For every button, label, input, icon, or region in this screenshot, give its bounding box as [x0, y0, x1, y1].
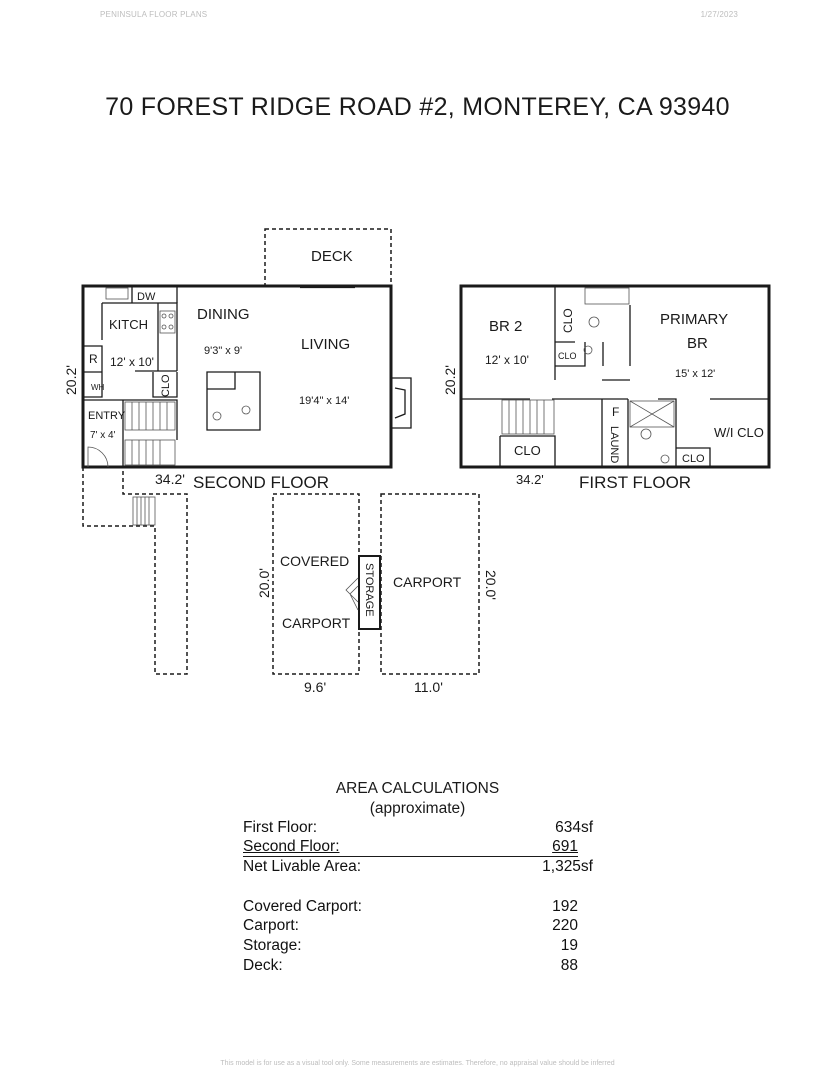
area-row-label: Covered Carport: — [243, 898, 362, 915]
area-row-label: Second Floor: — [243, 838, 340, 855]
carport-depth-dim: 20.0' — [483, 570, 499, 600]
deck-label: DECK — [311, 248, 353, 265]
kitchen-label: KITCH — [109, 317, 148, 332]
toilet-icon — [588, 316, 600, 328]
first-floor-depth-dim: 20.2' — [442, 365, 458, 395]
area-row-label: Storage: — [243, 937, 302, 954]
bedroom2-size: 12' x 10' — [485, 353, 529, 367]
lower-closet-label: CLO — [514, 443, 541, 458]
small-closet-label: CLO — [558, 351, 577, 361]
area-row-value: 220 — [552, 917, 578, 934]
refrigerator-label: R — [89, 352, 98, 366]
covered-carport-label-line2: CARPORT — [282, 615, 351, 631]
entry-label: ENTRY — [88, 410, 126, 422]
second-floor-plan — [81, 228, 412, 675]
carport-outline — [380, 493, 480, 675]
shower-icon — [629, 400, 675, 428]
area-row-storage: Storage: 19 — [243, 937, 593, 956]
first-floor-interior-walls — [461, 286, 769, 467]
area-row-label: Net Livable Area: — [243, 858, 362, 875]
dining-size: 9'3" x 9' — [204, 345, 242, 357]
carports-plan — [272, 493, 480, 675]
second-floor-closet-label: CLO — [160, 374, 172, 397]
laundry-f-label: F — [612, 405, 619, 419]
sum-rule — [243, 856, 578, 857]
dining-table-icon — [206, 371, 261, 431]
sink-icon — [105, 287, 129, 300]
date-header: 1/27/2023 — [700, 10, 738, 19]
area-row-first-floor: First Floor: 634sf — [243, 819, 593, 838]
covered-carport-depth-dim: 20.0' — [256, 568, 272, 598]
water-heater-label: WH — [91, 383, 105, 392]
utility-walls — [83, 345, 178, 398]
living-size: 19'4" x 14' — [299, 395, 349, 407]
fireplace-icon — [391, 377, 412, 429]
carport-label: CARPORT — [393, 574, 462, 590]
bath-closet-label: CLO — [561, 308, 575, 333]
area-row-value: 192 — [552, 898, 578, 915]
bedroom2-label: BR 2 — [489, 318, 522, 335]
area-row-carport: Carport: 220 — [243, 917, 593, 936]
walkway-outline — [82, 467, 188, 675]
bathtub-icon — [584, 287, 630, 305]
property-address-title: 70 FOREST RIDGE ROAD #2, MONTEREY, CA 93… — [105, 93, 730, 121]
covered-carport-outline — [272, 493, 360, 675]
first-floor-width-dim: 34.2' — [516, 472, 544, 487]
second-floor-width-dim: 34.2' — [155, 471, 185, 487]
floor-plan-drawing: DECK DW KITCH 12' x 10' DINING 9'3" x 9'… — [63, 228, 771, 695]
area-row-label: Deck: — [243, 957, 283, 974]
bottom-closet-label: CLO — [682, 453, 705, 465]
second-floor-outline — [81, 284, 393, 469]
second-floor-name: SECOND FLOOR — [193, 473, 329, 492]
primary-label-line2: BR — [687, 335, 708, 352]
disclaimer-footer: This model is for use as a visual tool o… — [220, 1060, 615, 1067]
carport-width-dim: 11.0' — [414, 679, 443, 695]
first-floor-name: FIRST FLOOR — [579, 473, 691, 492]
first-floor-stairs-icon — [501, 399, 555, 435]
area-row-net-livable: Net Livable Area: 1,325sf — [243, 858, 593, 877]
area-calculations-heading: AREA CALCULATIONS — [335, 780, 500, 797]
walkin-closet-label: W/I CLO — [714, 425, 764, 440]
primary-label-line1: PRIMARY — [660, 311, 728, 328]
area-row-value: 691 — [552, 838, 578, 855]
entry-size: 7' x 4' — [90, 430, 116, 441]
dishwasher-label: DW — [137, 291, 156, 303]
stove-icon — [159, 310, 176, 334]
area-row-value: 1,325sf — [542, 858, 593, 875]
area-row-value: 634sf — [555, 819, 593, 836]
exterior-stairs-icon — [132, 496, 156, 526]
area-row-label: First Floor: — [243, 819, 318, 836]
kitchen-size: 12' x 10' — [110, 355, 154, 369]
area-row-label: Carport: — [243, 917, 299, 934]
covered-carport-width-dim: 9.6' — [304, 679, 326, 695]
storage-door-swing — [345, 577, 359, 611]
area-row-second-floor: Second Floor: 691 — [243, 838, 593, 857]
first-floor-plan — [459, 284, 771, 469]
primary-size: 15' x 12' — [675, 368, 715, 380]
storage-outline — [358, 555, 381, 630]
brand-header: PENINSULA FLOOR PLANS — [100, 10, 208, 19]
laundry-label: LAUND — [608, 426, 620, 463]
second-floor-depth-dim: 20.2' — [63, 365, 79, 395]
area-row-covered-carport: Covered Carport: 192 — [243, 898, 593, 917]
covered-carport-label-line1: COVERED — [280, 553, 349, 569]
living-label: LIVING — [301, 336, 350, 353]
area-row-deck: Deck: 88 — [243, 957, 593, 976]
first-floor-outline — [459, 284, 771, 469]
plan-labels: DECK DW KITCH 12' x 10' DINING 9'3" x 9'… — [63, 248, 764, 695]
entry-door-swing — [87, 446, 109, 468]
storage-label: STORAGE — [363, 563, 375, 617]
entry-walls — [83, 399, 178, 467]
dining-label: DINING — [197, 306, 250, 323]
stairs-icon — [124, 401, 176, 466]
area-row-value: 19 — [560, 937, 578, 954]
area-calculations-subheading: (approximate) — [369, 800, 466, 817]
area-row-value: 88 — [560, 957, 578, 974]
